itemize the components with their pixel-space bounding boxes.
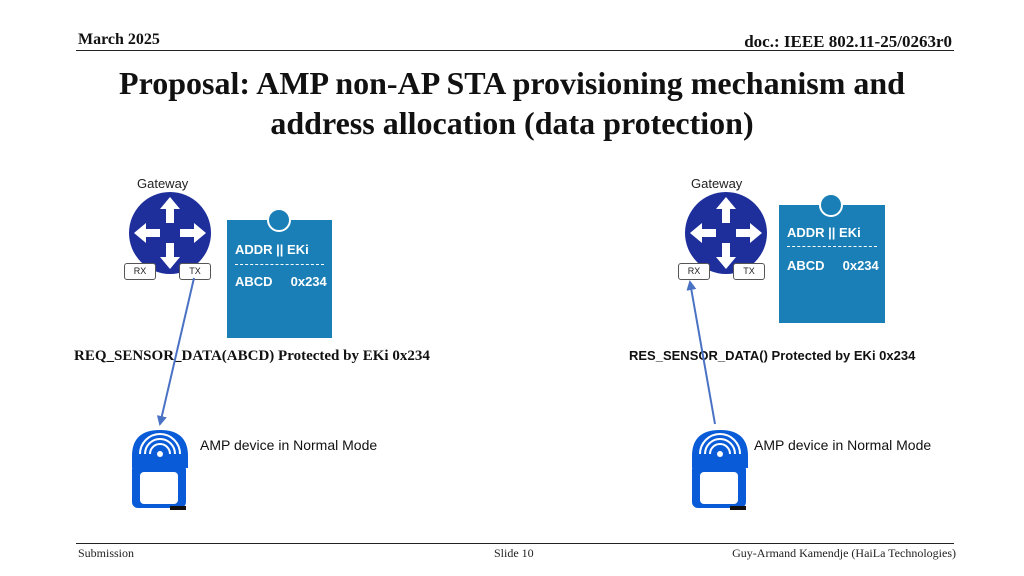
- left-key-card-header: ADDR || EKi: [235, 242, 309, 257]
- left-router-icon: [129, 192, 211, 274]
- left-arrow-icon: [156, 277, 195, 426]
- right-message: RES_SENSOR_DATA() Protected by EKi 0x234: [629, 348, 916, 363]
- right-key-card-pin: [819, 193, 843, 217]
- left-key-card: ADDR || EKi ABCD 0x234: [227, 208, 332, 338]
- right-device-screen-icon: [700, 472, 738, 504]
- header-divider: [76, 50, 954, 51]
- left-amp-device-icon: [132, 430, 188, 510]
- left-rx-port: RX: [124, 263, 156, 280]
- right-amp-device-icon: [692, 430, 748, 510]
- slide-title-line-1: Proposal: AMP non-AP STA provisioning me…: [119, 65, 905, 101]
- footer-author: Guy-Armand Kamendje (HaiLa Technologies): [732, 546, 956, 560]
- right-key-card-values: ABCD 0x234: [787, 258, 879, 273]
- right-device-label: AMP device in Normal Mode: [754, 437, 932, 453]
- right-router-icon: [685, 192, 767, 274]
- left-key-card-values: ABCD 0x234: [235, 274, 327, 289]
- header-doc-id: doc.: IEEE 802.11-25/0263r0: [744, 32, 952, 51]
- left-key-card-pin: [267, 208, 291, 232]
- footer-divider: [76, 543, 954, 544]
- header-date: March 2025: [78, 31, 160, 48]
- left-tx-port: TX: [179, 263, 211, 280]
- left-wireless-signal-icon: [139, 433, 181, 455]
- left-device-screen-icon: [140, 472, 178, 504]
- footer-submission: Submission: [78, 546, 135, 560]
- right-key-card-divider: [787, 246, 877, 247]
- right-wireless-signal-icon: [699, 433, 741, 455]
- right-tx-port: TX: [733, 263, 765, 280]
- right-key-card: ADDR || EKi ABCD 0x234: [779, 193, 885, 323]
- footer-slide-number: Slide 10: [494, 546, 534, 560]
- right-gateway-label: Gateway: [691, 176, 743, 191]
- left-gateway-label: Gateway: [137, 176, 189, 191]
- left-device-label: AMP device in Normal Mode: [200, 437, 378, 453]
- left-message: REQ_SENSOR_DATA(ABCD) Protected by EKi 0…: [74, 348, 430, 364]
- right-key-card-header: ADDR || EKi: [787, 225, 861, 240]
- slide-title: Proposal: AMP non-AP STA provisioning me…: [60, 63, 964, 143]
- right-arrow-icon: [686, 280, 716, 425]
- slide-title-line-2: address allocation (data protection): [270, 105, 754, 141]
- left-key-card-divider: [235, 264, 324, 265]
- right-rx-port: RX: [678, 263, 710, 280]
